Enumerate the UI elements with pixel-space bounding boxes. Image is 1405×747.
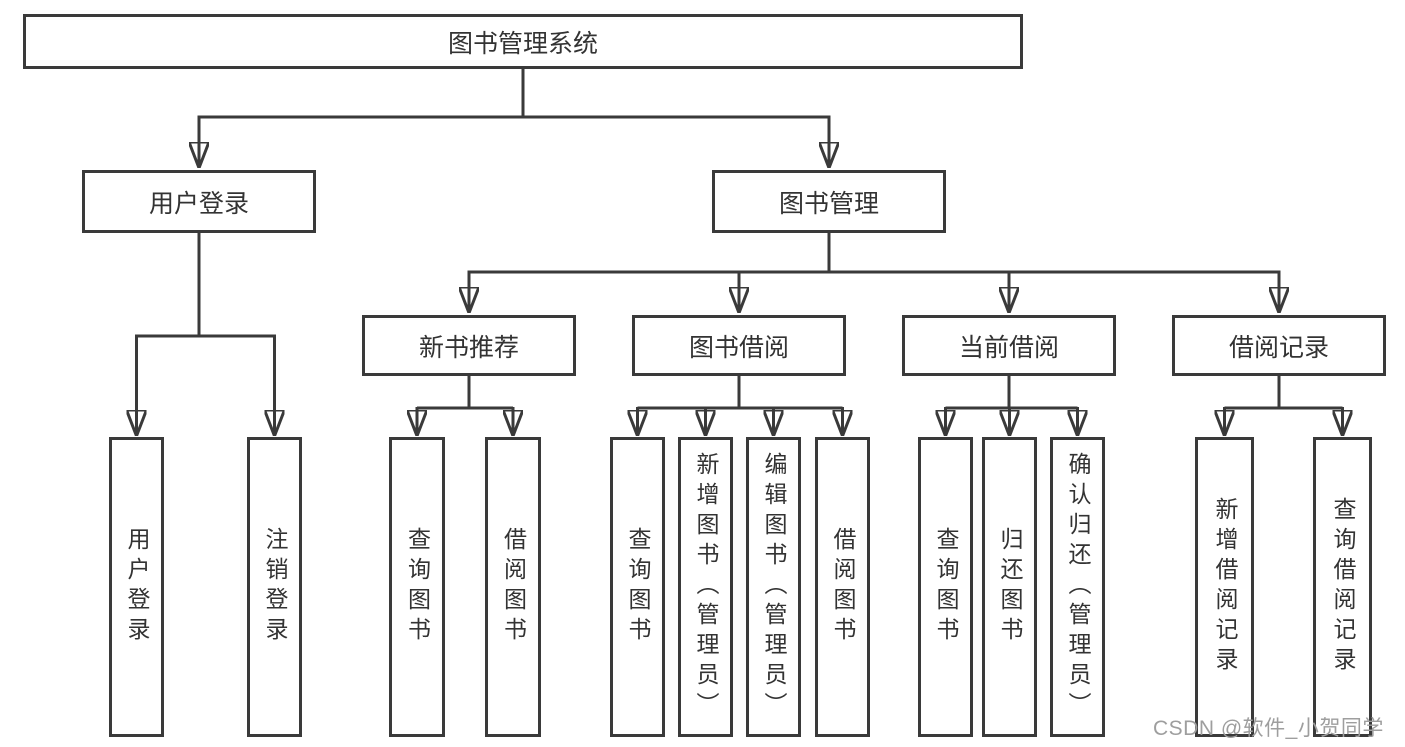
leaf-user-login: 用户登录: [109, 437, 164, 737]
leaf-label: 新增图书（管理员）: [693, 452, 719, 722]
leaf-add-borrow-record: 新增借阅记录: [1195, 437, 1254, 737]
connector-book-borrow-to-leaves: [638, 376, 843, 436]
leaf-label: 借阅图书: [830, 527, 856, 647]
leaf-label: 借阅图书: [500, 527, 527, 647]
leaf-label: 新增借阅记录: [1212, 497, 1238, 677]
leaf-label: 用户登录: [124, 527, 150, 647]
connector-current-borrow-to-leaves: [946, 376, 1078, 436]
leaf-label: 编辑图书（管理员）: [761, 452, 787, 722]
leaf-confirm-return-admin: 确认归还（管理员）: [1050, 437, 1105, 737]
node-user-login: 用户登录: [82, 170, 316, 233]
connector-book-management-to-level3: [469, 233, 1279, 313]
connector-user-login-to-leaves: [137, 233, 275, 436]
leaf-label: 查询图书: [404, 527, 431, 647]
leaf-query-books-borrow: 查询图书: [610, 437, 665, 737]
connector-root-to-level2: [199, 68, 829, 168]
leaf-label: 归还图书: [997, 527, 1023, 647]
node-book-borrow: 图书借阅: [632, 315, 846, 376]
leaf-label: 注销登录: [262, 527, 288, 647]
leaf-label: 查询借阅记录: [1330, 497, 1356, 677]
leaf-label: 查询图书: [933, 527, 959, 647]
leaf-return-book: 归还图书: [982, 437, 1037, 737]
watermark: CSDN @软件_小贺同学: [1153, 717, 1384, 740]
node-new-book-recommend: 新书推荐: [362, 315, 576, 376]
node-library-system: 图书管理系统: [23, 14, 1023, 69]
node-current-borrow: 当前借阅: [902, 315, 1116, 376]
connector-new-book-recommend-to-leaves: [417, 376, 513, 436]
leaf-edit-book-admin: 编辑图书（管理员）: [746, 437, 801, 737]
connector-borrow-records-to-leaves: [1225, 376, 1343, 436]
leaf-label: 查询图书: [625, 527, 651, 647]
leaf-query-borrow-record: 查询借阅记录: [1313, 437, 1372, 737]
leaf-query-books-current: 查询图书: [918, 437, 973, 737]
node-borrow-records: 借阅记录: [1172, 315, 1386, 376]
leaf-add-book-admin: 新增图书（管理员）: [678, 437, 733, 737]
node-book-management: 图书管理: [712, 170, 946, 233]
leaf-borrow-books-recommend: 借阅图书: [485, 437, 541, 737]
leaf-logout: 注销登录: [247, 437, 302, 737]
leaf-query-books-recommend: 查询图书: [389, 437, 445, 737]
leaf-label: 确认归还（管理员）: [1065, 452, 1091, 722]
leaf-borrow-books: 借阅图书: [815, 437, 870, 737]
